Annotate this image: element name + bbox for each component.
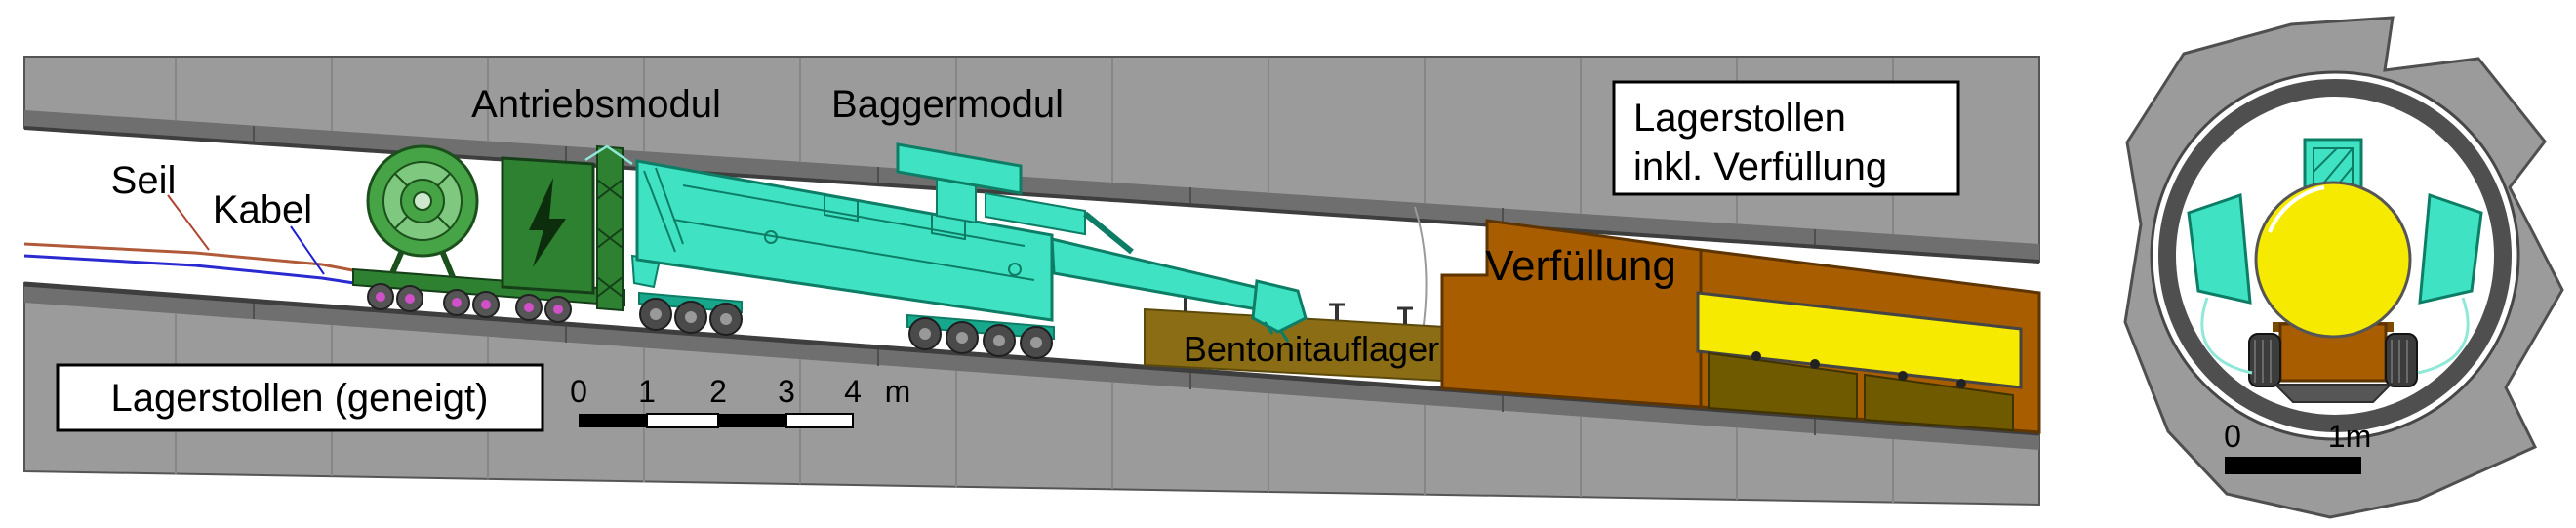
canister-pedestal-right (1864, 373, 2014, 432)
roof-lining-edge (23, 126, 2040, 264)
scale-segment-white-2 (785, 413, 854, 428)
waste-canister (1696, 291, 2023, 389)
seil-rope-line (23, 242, 389, 279)
seil-leader-line (167, 194, 210, 251)
supply-hose-line (584, 144, 633, 166)
lagerstollen-geneigt-label: Lagerstollen (geneigt) (111, 377, 489, 420)
lagerstollen-geneigt-box: Lagerstollen (geneigt) (56, 363, 544, 432)
verfuellung-label: Verfüllung (1485, 242, 1676, 290)
tunnel-roof-lining (24, 110, 2039, 262)
gripper-cable-left (2200, 297, 2253, 375)
mast-lattice (596, 179, 624, 298)
kabel-leader-line (290, 225, 325, 275)
excavator-boom (1050, 237, 1265, 312)
kabel-label: Kabel (213, 188, 312, 231)
canister-pedestal-left (1708, 351, 1858, 421)
lagerstollen-box-line1: Lagerstollen (1633, 97, 1846, 140)
carrier-wheel-left (2248, 333, 2281, 387)
invert-track (2273, 384, 2394, 403)
cross-section-scale-bar: 0 1m (2224, 419, 2371, 474)
scale-tick-3: 3 (778, 374, 795, 409)
lagerstollen-inkl-verfuellung-box: Lagerstollen inkl. Verfüllung (1612, 80, 1960, 196)
kabel-cable-line (23, 254, 393, 291)
scale-segment-white-1 (646, 413, 719, 428)
drive-module-wheels (367, 283, 572, 323)
excavator-wheels (639, 298, 1053, 359)
scale-unit: m (885, 374, 911, 409)
excavator-module (630, 142, 1308, 359)
carrier-wheel-right (2385, 333, 2418, 387)
cross-section-view: 0 1m (2123, 16, 2564, 519)
excavator-body-detail-lines (643, 167, 1035, 281)
bucket-teeth (1263, 321, 1290, 343)
cross-scale-zero: 0 (2224, 419, 2241, 454)
scale-segment-black-2 (718, 414, 786, 427)
cable-drum (366, 144, 479, 258)
front-bogie-beam (906, 313, 1055, 341)
gripper-plate-right (2418, 192, 2483, 305)
longitudinal-section-view: Antriebsmodul Baggermodul Seil Kabel Ver… (23, 56, 2041, 507)
scale-tick-2: 2 (709, 374, 727, 409)
roof-lining-joints (253, 126, 1816, 247)
cross-scale-segment (2225, 457, 2361, 474)
scale-segment-black-1 (579, 414, 647, 427)
excavator-bucket (1251, 279, 1308, 334)
section-scale-bar: 0 1 2 3 4 m (570, 374, 911, 428)
excavator-vent-2 (1008, 263, 1022, 276)
seil-label: Seil (111, 159, 177, 202)
gripper-cable-right (2417, 297, 2470, 375)
canister-support-jacks (1751, 351, 1966, 388)
drive-module (352, 144, 633, 323)
cylinder-rod (1083, 211, 1134, 255)
scale-tick-0: 0 (570, 374, 587, 409)
excavator-superstructure (896, 142, 1023, 195)
baggermodul-label: Baggermodul (831, 83, 1064, 126)
scale-tick-1: 1 (638, 374, 656, 409)
tunnel-floor-lining (24, 283, 2039, 450)
bentonite-jack-stems (1184, 296, 1466, 328)
floor-lining-joints (253, 300, 1816, 435)
cross-scale-one-m: 1m (2328, 419, 2371, 454)
excavator-vent-1 (764, 230, 778, 244)
canister-highlight-arc (2268, 185, 2325, 233)
tunnel-lining-ring (2158, 79, 2512, 432)
boom-cylinder (985, 191, 1086, 236)
lightning-bolt-icon (529, 178, 566, 267)
drive-module-mast (596, 144, 624, 312)
excavator-hatch-1 (824, 193, 859, 223)
waste-canister-cross-section (2254, 181, 2412, 339)
gripper-plate-left (2187, 192, 2252, 305)
excavator-body (635, 159, 1054, 322)
lagerstollen-box-line2: inkl. Verfüllung (1633, 145, 1887, 188)
antriebsmodul-label: Antriebsmodul (471, 83, 721, 126)
bentonitauflager-label: Bentonitauflager (1184, 329, 1439, 369)
excavation-face-line (1414, 206, 1428, 333)
scale-tick-4: 4 (844, 374, 862, 409)
